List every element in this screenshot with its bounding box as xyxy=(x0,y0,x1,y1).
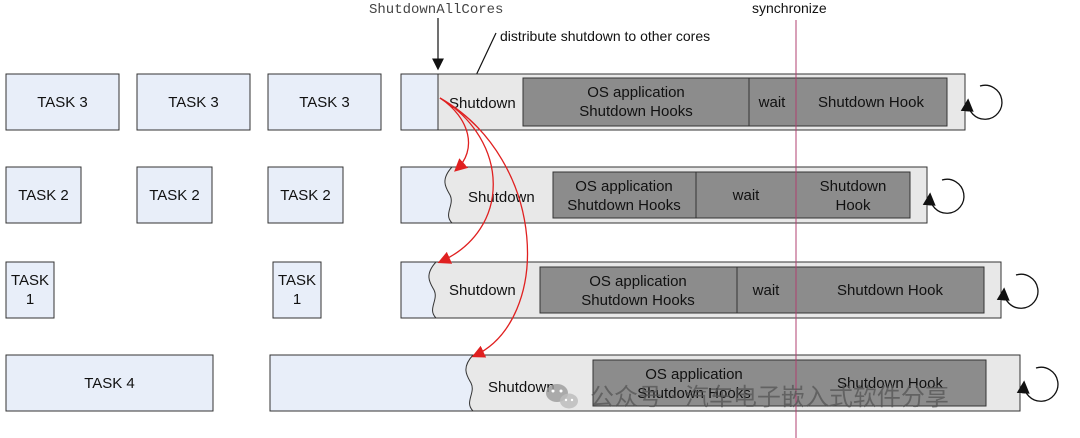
hooks-block xyxy=(539,266,985,314)
os-hooks-label-line1: OS application xyxy=(645,366,743,383)
wechat-icon xyxy=(546,384,578,409)
red-arrow-to-core-3 xyxy=(437,97,494,264)
hooks-block xyxy=(522,77,948,127)
task-label-line2: 1 xyxy=(26,291,34,308)
shutdown-hook-label-line1: Shutdown xyxy=(820,178,887,195)
task-box xyxy=(5,73,120,131)
distribution-arrows xyxy=(437,97,529,358)
shutdown-hook-label-line2: Hook xyxy=(835,197,871,214)
task-box xyxy=(267,166,344,224)
task-box xyxy=(136,166,213,224)
shutdown-all-cores-label: ShutdownAllCores xyxy=(369,2,503,18)
watermark: 公众号 · 汽车电子嵌入式软件分享 xyxy=(546,383,949,411)
shutdown-hook-label: Shutdown Hook xyxy=(837,375,943,392)
task-label: TASK 2 xyxy=(18,187,69,204)
idle-loop-icon xyxy=(996,273,1039,309)
shutdown-hook-label: Shutdown Hook xyxy=(818,94,924,111)
os-hooks-label-line2: Shutdown Hooks xyxy=(579,103,692,120)
task-box xyxy=(267,73,382,131)
task-label: TASK 2 xyxy=(149,187,200,204)
hooks-block xyxy=(552,171,911,219)
running-task-segment xyxy=(269,354,475,412)
task-box xyxy=(5,354,214,412)
shutdown-hook-label: Shutdown Hook xyxy=(837,282,943,299)
row-core-4: TASK 4 Shutdown OS application Shutdown … xyxy=(5,354,1059,412)
row-core-2: TASK 2 TASK 2 TASK 2 Shutdown OS applica… xyxy=(5,166,965,224)
wait-label: wait xyxy=(732,187,761,204)
task-label-line1: TASK xyxy=(278,272,316,289)
task-label-line2: 1 xyxy=(293,291,301,308)
red-arrow-to-core-4 xyxy=(439,97,529,358)
os-hooks-label-line1: OS application xyxy=(587,84,685,101)
row-core-1: TASK 3 TASK 3 TASK 3 Shutdown OS applica… xyxy=(5,73,1003,131)
os-hooks-label-line2: Shutdown Hooks xyxy=(637,385,750,402)
task-label: TASK 4 xyxy=(84,375,135,392)
watermark-text: 公众号 · 汽车电子嵌入式软件分享 xyxy=(590,383,949,411)
task-label-line1: TASK xyxy=(11,272,49,289)
running-task-segment xyxy=(400,73,439,131)
running-task-segment xyxy=(400,261,438,319)
os-hooks-label-line2: Shutdown Hooks xyxy=(567,197,680,214)
shutdown-label: Shutdown xyxy=(449,95,516,112)
task-box xyxy=(5,166,82,224)
row-core-3: TASK 1 TASK 1 Shutdown OS application Sh… xyxy=(5,261,1039,319)
wait-label: wait xyxy=(758,94,787,111)
hooks-block xyxy=(592,359,987,407)
task-label: TASK 3 xyxy=(299,94,350,111)
task-label: TASK 3 xyxy=(168,94,219,111)
task-box xyxy=(5,261,55,319)
idle-loop-icon xyxy=(960,84,1003,120)
shutdown-label: Shutdown xyxy=(488,379,555,396)
running-task-segment xyxy=(400,166,454,224)
red-arrow-to-core-2 xyxy=(439,97,470,172)
task-label: TASK 3 xyxy=(37,94,88,111)
shutdown-label: Shutdown xyxy=(449,282,516,299)
idle-loop-icon xyxy=(922,178,965,214)
shutdown-label: Shutdown xyxy=(468,189,535,206)
os-hooks-label-line1: OS application xyxy=(589,273,687,290)
os-hooks-label-line1: OS application xyxy=(575,178,673,195)
idle-loop-icon xyxy=(1016,366,1059,402)
synchronize-label: synchronize xyxy=(752,0,827,16)
os-hooks-label-line2: Shutdown Hooks xyxy=(581,292,694,309)
task-box xyxy=(272,261,322,319)
distribute-label: distribute shutdown to other cores xyxy=(500,28,710,44)
task-box xyxy=(136,73,251,131)
task-label: TASK 2 xyxy=(280,187,331,204)
wait-label: wait xyxy=(752,282,781,299)
